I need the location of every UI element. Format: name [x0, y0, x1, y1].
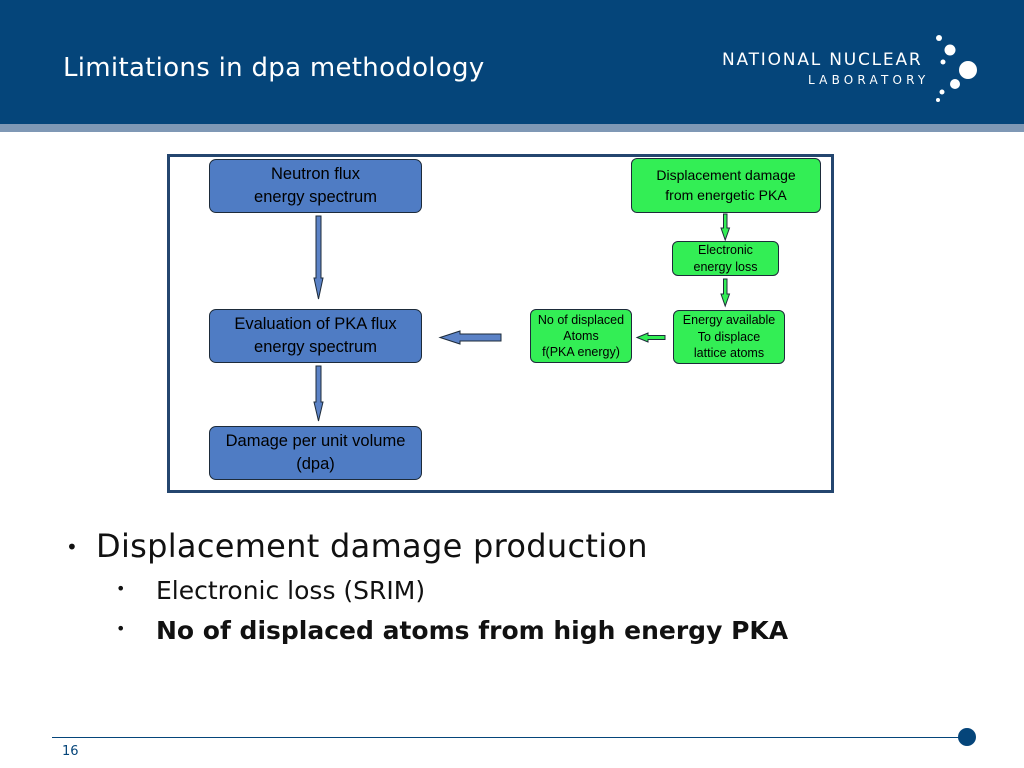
bullet-marker: •: [66, 535, 78, 559]
node-energy-available-label: Energy available To displace lattice ato…: [682, 312, 776, 361]
node-displacement-damage-label: Displacement damage from energetic PKA: [656, 166, 796, 203]
node-damage-label: Damage per unit volume (dpa): [225, 432, 406, 473]
diagram-frame: [167, 154, 834, 493]
logo-text-line1: NATIONAL NUCLEAR: [722, 50, 923, 70]
logo-dots-icon: [936, 35, 977, 102]
node-electronic-label: Electronic energy loss: [693, 243, 758, 274]
bullet-marker: •: [116, 619, 126, 638]
node-neutron-flux: Neutron flux energy spectrum: [209, 159, 422, 213]
page-number: 16: [62, 744, 79, 759]
node-energy-available: Energy available To displace lattice ato…: [673, 310, 785, 364]
slide-title: Limitations in dpa methodology: [63, 53, 485, 83]
node-pka-flux: Evaluation of PKA flux energy spectrum: [209, 309, 422, 363]
bullet-text: Electronic loss (SRIM): [156, 576, 426, 605]
bullet-text: Displacement damage production: [96, 527, 648, 565]
header-accent-strip: [0, 124, 1024, 132]
node-neutron-flux-label: Neutron flux energy spectrum: [254, 165, 377, 206]
logo-text-line2: LABORATORY: [808, 73, 930, 87]
node-displaced-atoms-label: No of displaced Atoms f(PKA energy): [537, 312, 625, 360]
node-damage-per-volume: Damage per unit volume (dpa): [209, 426, 422, 480]
slide-header: Limitations in dpa methodology NATIONAL …: [0, 0, 1024, 124]
node-displacement-damage: Displacement damage from energetic PKA: [631, 158, 821, 213]
node-displaced-atoms: No of displaced Atoms f(PKA energy): [530, 309, 632, 363]
national-nuclear-laboratory-logo: NATIONAL NUCLEAR LABORATORY: [720, 32, 990, 108]
footer-dot-icon: [958, 728, 976, 746]
node-electronic-energy-loss: Electronic energy loss: [672, 241, 779, 276]
bullet-text: No of displaced atoms from high energy P…: [156, 616, 789, 645]
bullet-marker: •: [116, 579, 126, 598]
footer-divider: [52, 737, 967, 738]
node-pka-flux-label: Evaluation of PKA flux energy spectrum: [234, 315, 397, 356]
